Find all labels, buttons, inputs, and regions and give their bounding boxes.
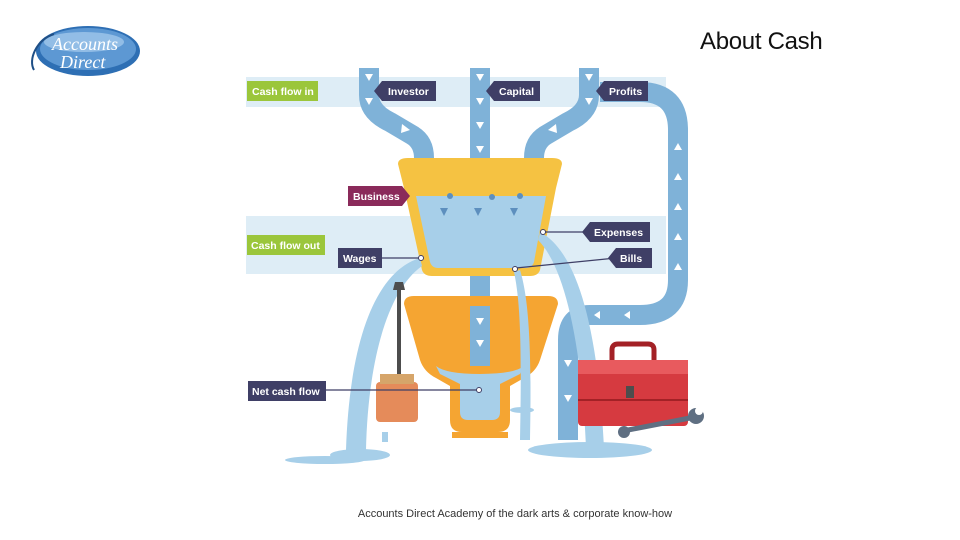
svg-text:Accounts: Accounts [51,34,118,54]
page-title: About Cash [700,28,880,56]
business-text: Business [353,191,400,203]
net-cash-flow-text: Net cash flow [252,386,321,398]
accounts-direct-logo: Accounts Direct [24,20,144,82]
label-cash-flow-out: Cash flow out [247,235,325,255]
capital-text: Capital [499,86,534,98]
investor-text: Investor [388,86,429,98]
label-expenses: Expenses [582,222,650,242]
bills-text: Bills [620,253,642,265]
cash-flow-in-text: Cash flow in [252,86,314,98]
profits-text: Profits [609,86,642,98]
label-investor: Investor [374,81,436,101]
label-wages: Wages [338,248,382,268]
net-cash-tank-water [436,366,524,420]
label-business: Business [348,186,410,206]
cash-flow-diagram: Cash flow in Investor Capital Profits Bu… [236,62,726,472]
coin-jar [376,382,418,422]
label-bills: Bills [608,248,652,268]
svg-text:Direct: Direct [59,52,106,72]
cash-flow-out-text: Cash flow out [251,240,320,252]
business-tank-water [416,196,546,268]
label-capital: Capital [486,81,540,101]
label-cash-flow-in: Cash flow in [247,81,318,101]
expenses-text: Expenses [594,227,643,239]
label-profits: Profits [596,81,648,101]
footer-text: Accounts Direct Academy of the dark arts… [300,508,730,520]
shovel-handle [397,284,401,380]
wages-text: Wages [343,253,377,265]
label-net-cash-flow: Net cash flow [248,381,326,401]
